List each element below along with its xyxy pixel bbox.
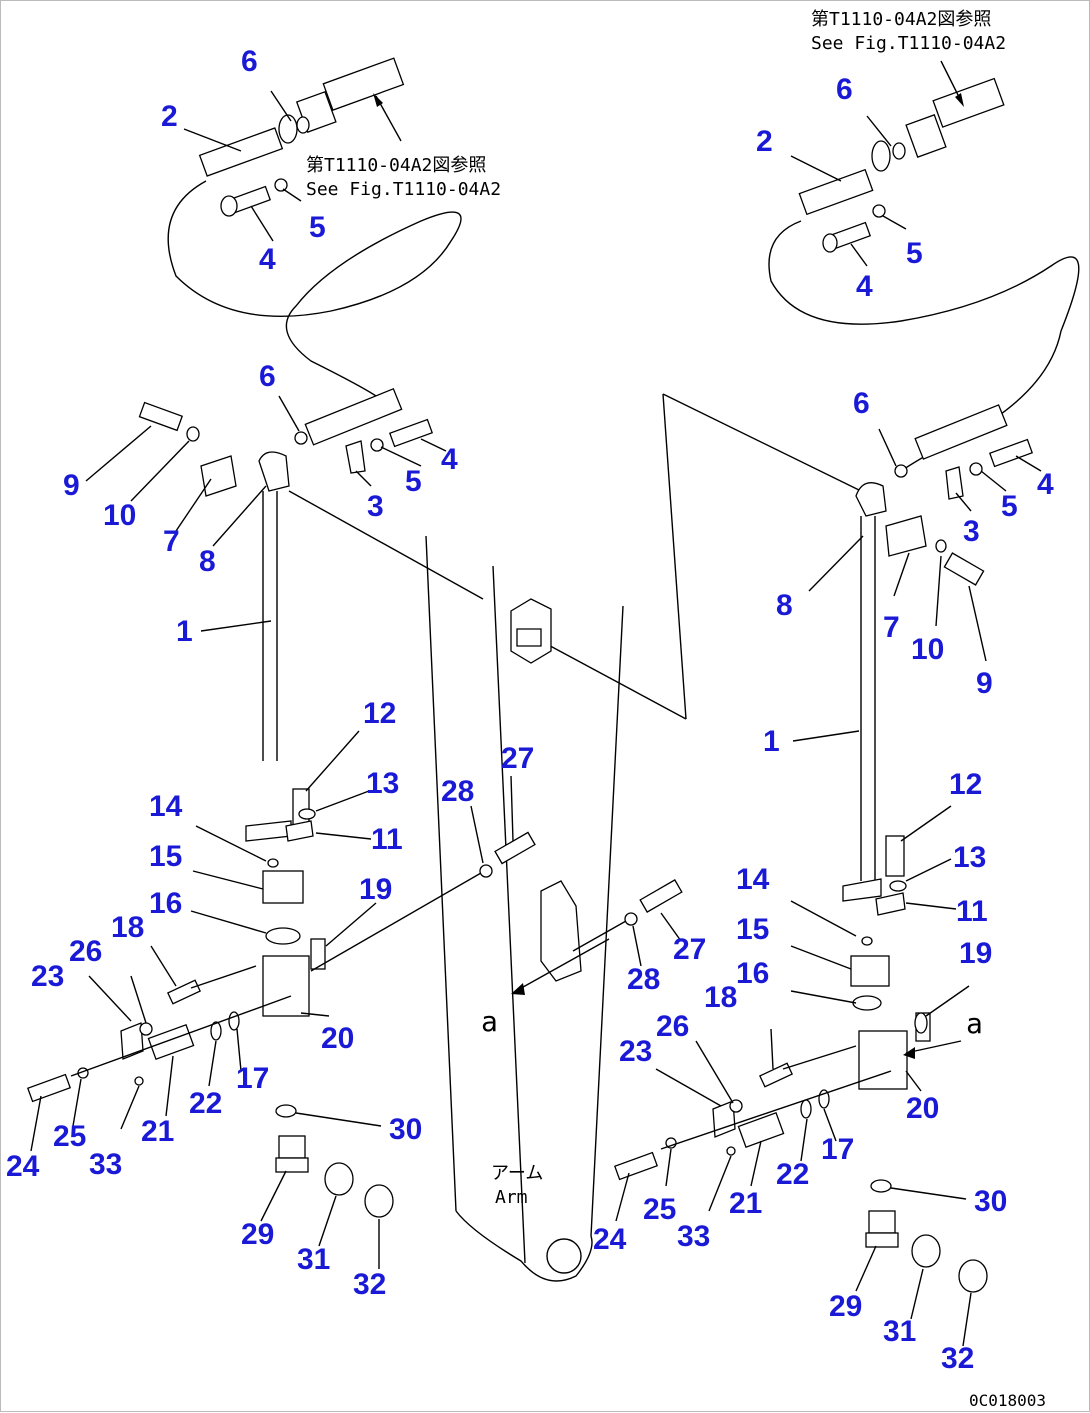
callout-l-32: 32 [353,1268,386,1301]
callout-l-29: 29 [241,1218,274,1251]
callout-l-2: 2 [161,100,178,133]
callout-r-2: 2 [756,125,773,158]
callout-r-17: 17 [821,1133,854,1166]
callout-r-15: 15 [736,913,769,946]
callout-r-30: 30 [974,1185,1007,1218]
callout-r-24: 24 [593,1223,627,1256]
callout-r-7: 7 [883,611,900,644]
callout-r-32: 32 [941,1342,974,1375]
callout-r-33: 33 [677,1220,710,1253]
callout-l-24: 24 [6,1150,40,1183]
callout-r-21: 21 [729,1187,762,1220]
callout-r-25: 25 [643,1193,676,1226]
callout-l-6a: 6 [241,45,258,78]
callout-l-4b: 4 [441,443,458,476]
callout-r-8: 8 [776,589,793,622]
callout-r-5b: 5 [1001,490,1018,523]
callout-l-31: 31 [297,1243,330,1276]
callout-l-17: 17 [236,1062,269,1095]
callout-l-27: 27 [501,742,534,775]
callout-r-3: 3 [963,515,980,548]
callout-l-9: 9 [63,469,80,502]
callout-l-21: 21 [141,1115,174,1148]
callout-r-26: 26 [656,1010,689,1043]
arm-label-jp: アーム [491,1163,543,1184]
callout-r-10: 10 [911,633,944,666]
callout-r-22: 22 [776,1158,809,1191]
callout-l-26: 26 [69,935,102,968]
view-a-right-label: a [966,1007,983,1040]
callout-l-10: 10 [103,499,136,532]
callout-l-20: 20 [321,1022,354,1055]
callout-r-29: 29 [829,1290,862,1323]
callout-l-8: 8 [199,545,216,578]
callout-l-12: 12 [363,697,396,730]
arm-outline [288,393,862,1282]
callout-r-4a: 4 [856,270,873,303]
callout-r-9: 9 [976,667,993,700]
left-hose-assembly [26,57,536,1269]
callout-r-6a: 6 [836,73,853,106]
arm-label-en: Arm [495,1187,528,1208]
callout-l-33: 33 [89,1148,122,1181]
view-a-left-label: a [481,1005,498,1038]
callout-l-15: 15 [149,840,182,873]
callout-l-6b: 6 [259,360,276,393]
callout-l-22: 22 [189,1087,222,1120]
callout-l-3: 3 [367,490,384,523]
drawing-code: 0C018003 [969,1391,1046,1410]
callout-r-4b: 4 [1037,468,1054,501]
callout-r-27: 27 [673,933,706,966]
callout-r-12: 12 [949,768,982,801]
callout-l-1: 1 [176,615,193,648]
reference-note-top-jp: 第T1110-04A2図参照 [811,9,991,30]
reference-note-top-en: See Fig.T1110-04A2 [811,33,1006,54]
callout-l-25: 25 [53,1120,86,1153]
callout-r-6b: 6 [853,387,870,420]
callout-r-18: 18 [704,981,737,1014]
callout-r-5a: 5 [906,237,923,270]
callout-l-23: 23 [31,960,64,993]
callout-l-19: 19 [359,873,392,906]
callout-l-28: 28 [441,775,474,808]
callout-numbers: 1 2 3 4 4 5 5 6 6 7 8 9 10 11 12 13 14 1… [6,45,1054,1375]
callout-r-19: 19 [959,937,992,970]
callout-l-14: 14 [149,790,183,823]
callout-r-28: 28 [627,963,660,996]
callout-l-11: 11 [371,823,403,856]
callout-r-13: 13 [953,841,986,874]
callout-l-4a: 4 [259,243,276,276]
right-hose-assembly [572,60,1080,1347]
callout-l-16: 16 [149,887,182,920]
callout-r-31: 31 [883,1315,916,1348]
callout-l-18: 18 [111,911,144,944]
callout-r-16: 16 [736,957,769,990]
reference-note-left-en: See Fig.T1110-04A2 [306,179,501,200]
callout-l-5a: 5 [309,211,326,244]
callout-r-14: 14 [736,863,770,896]
callout-r-20: 20 [906,1092,939,1125]
callout-r-23: 23 [619,1035,652,1068]
reference-note-left-jp: 第T1110-04A2図参照 [306,155,486,176]
callout-l-7: 7 [163,525,180,558]
callout-l-5b: 5 [405,465,422,498]
callout-r-1: 1 [763,725,780,758]
callout-l-30: 30 [389,1113,422,1146]
callout-l-13: 13 [366,767,399,800]
callout-r-11: 11 [956,895,988,928]
